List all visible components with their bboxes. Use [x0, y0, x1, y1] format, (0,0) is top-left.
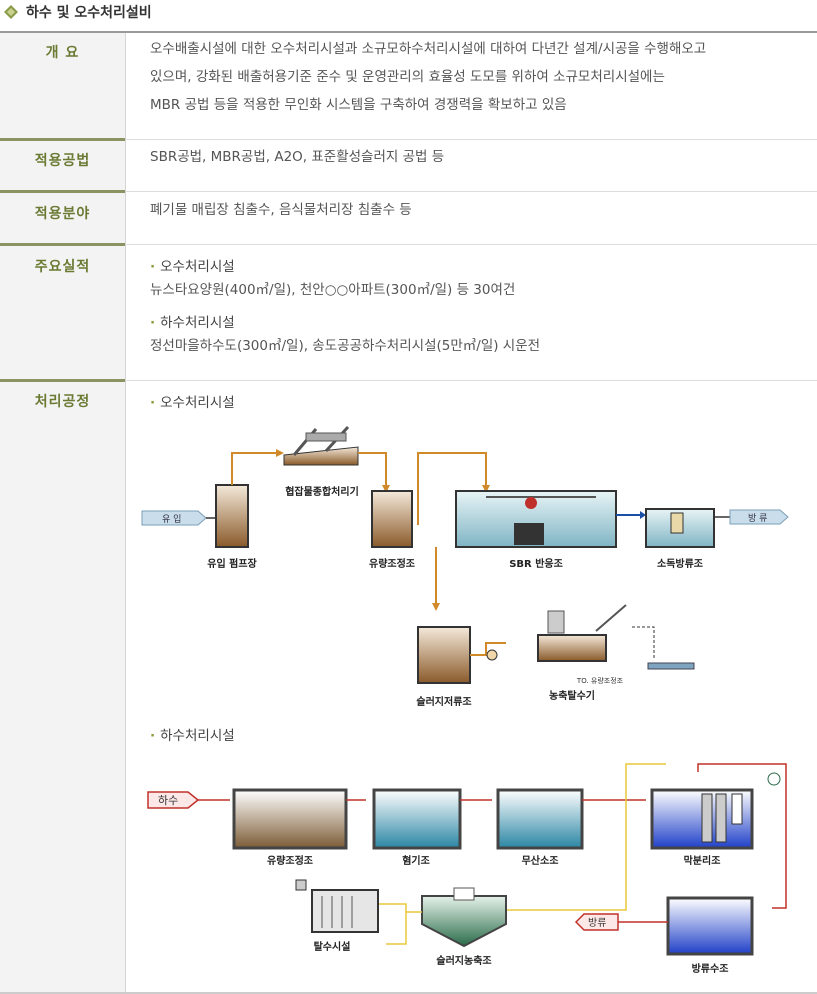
results-heading-2: 하수처리시설 [150, 311, 235, 331]
divider [126, 380, 817, 381]
methods-label: 적용공법 [34, 153, 91, 169]
divider [0, 190, 125, 193]
process-wastewater-heading: 하수처리시설 [150, 724, 235, 744]
diamond-bullet-icon [4, 5, 18, 19]
overview-label: 개 요 [45, 45, 80, 61]
to-equal-label: TO. 유량조정조 [576, 676, 624, 685]
fields-label: 적용분야 [34, 206, 91, 222]
sbr-reactor: SBR 반응조 [455, 490, 617, 570]
inflow-label: 유 입 [162, 513, 181, 525]
d2-equalization-tank: 유량조정조 [232, 788, 348, 867]
inflow-arrow: 유 입 [141, 510, 207, 526]
effluent-label: 방류수조 [692, 962, 729, 975]
membrane-tank: 막분리조 [650, 772, 781, 867]
dewatering-facility: 탈수시설 [295, 879, 379, 953]
discharge-arrow: 방류 [574, 913, 619, 931]
dewater-facility-label: 탈수시설 [314, 940, 351, 953]
anaerobic-tank: 혐기조 [372, 788, 462, 867]
divider [126, 139, 817, 140]
sludge-storage-tank: 슬러지저류조 [416, 626, 472, 708]
discharge-label: 방 류 [748, 513, 767, 524]
equalization-tank: 유량조정조 [369, 490, 415, 570]
thickener-tank: 슬러지농축조 [421, 887, 507, 967]
membrane-label: 막분리조 [684, 854, 721, 867]
d2-discharge-label: 방류 [588, 917, 606, 929]
anoxic-tank: 무산소조 [496, 788, 584, 867]
results-text-1: 뉴스타요양원(400㎥/일), 천안○○아파트(300㎥/일) 등 30여건 [150, 282, 516, 298]
divider [0, 243, 125, 246]
bottom-divider [0, 992, 817, 994]
sludge-label: 슬러지저류조 [416, 695, 471, 708]
wastewater-process-diagram: 하수 유량조정조 혐기조 무산소조 막분리조 방류수조 방류 슬러지농축조 [147, 763, 787, 975]
divider [0, 138, 125, 141]
process-label: 처리공정 [34, 394, 91, 410]
results-heading-1: 오수처리시설 [150, 255, 235, 275]
screen-unit: 협잡물종합처리기 [283, 425, 359, 498]
process-sewage-heading: 오수처리시설 [150, 391, 235, 411]
top-divider [0, 31, 817, 33]
d2-inflow-label: 하수 [158, 793, 178, 807]
dewater-label: 농축탈수기 [549, 689, 595, 702]
results-label: 주요실적 [34, 259, 91, 275]
screen-label: 협잡물종합처리기 [285, 485, 359, 498]
d2-equal-label: 유량조정조 [267, 854, 313, 867]
equal-label: 유량조정조 [369, 557, 415, 570]
thickener-label: 슬러지농축조 [436, 954, 491, 967]
anoxic-label: 혐기조 [402, 854, 430, 867]
methods-text: SBR공법, MBR공법, A2O, 표준활성슬러지 공법 등 [150, 149, 445, 165]
page-title: 하수 및 오수처리설비 [26, 5, 152, 21]
disinfection-tank: 소독방류조 [645, 508, 715, 570]
disinfect-label: 소독방류조 [657, 557, 703, 570]
overview-line-3: MBR 공법 등을 적용한 무인화 시스템을 구축하여 경쟁력을 확보하고 있음 [150, 97, 567, 113]
label-column [0, 33, 126, 994]
overview-line-1: 오수배출시설에 대한 오수처리시설과 소규모하수처리시설에 대하여 다년간 설계… [150, 41, 707, 57]
inflow-arrow: 하수 [147, 791, 200, 809]
page-header: 하수 및 오수처리설비 [0, 0, 152, 24]
pump-pit-tank: 유입 펌프장 [207, 484, 258, 570]
fields-text: 폐기물 매립장 침출수, 음식물처리장 침출수 등 [150, 202, 412, 218]
aerobic-label: 무산소조 [522, 854, 559, 867]
sewage-process-diagram: 유 입 유입 펌프장 협잡물종합처리기 유량조정조 SBR 반응조 소독방류조 [141, 425, 789, 708]
discharge-arrow: 방 류 [729, 509, 789, 525]
divider [0, 379, 125, 382]
results-text-2: 정선마을하수도(300㎥/일), 송도공공하수처리시설(5만㎥/일) 시운전 [150, 338, 541, 354]
dewatering-unit: 농축탈수기 TO. 유량조정조 [537, 604, 627, 702]
effluent-tank: 방류수조 [666, 896, 754, 975]
pump-label: 유입 펌프장 [207, 557, 257, 570]
divider [126, 191, 817, 192]
overview-line-2: 있으며, 강화된 배출허용기준 준수 및 운영관리의 효율성 도모를 위하여 소… [150, 69, 665, 85]
divider [126, 244, 817, 245]
sbr-label: SBR 반응조 [509, 557, 563, 570]
